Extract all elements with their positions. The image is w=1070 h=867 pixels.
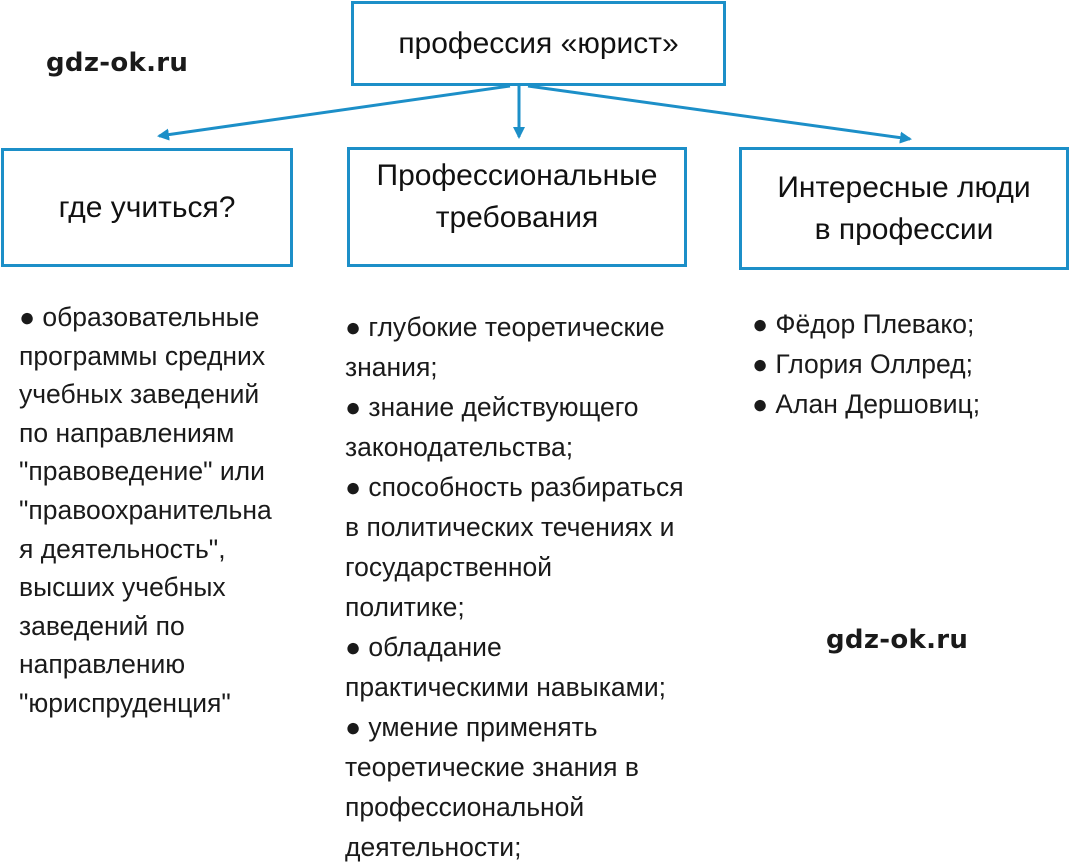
branch-requirements-label: Профессиональные требования (376, 159, 658, 234)
requirement-item: ● глубокие теоретические знания; (345, 307, 735, 387)
requirement-item: ● знание действующего законодательства; (345, 387, 735, 467)
people-list: ● Фёдор Плевако; ● Глория Оллред; ● Алан… (752, 304, 1052, 424)
person-item: ● Алан Дершовиц; (752, 384, 1052, 424)
bullet-icon: ● (345, 392, 362, 422)
bullet-icon: ● (345, 712, 362, 742)
bullet-icon: ● (752, 389, 769, 419)
bullet-icon: ● (19, 302, 36, 332)
bullet-icon: ● (752, 309, 769, 339)
person-item: ● Фёдор Плевако; (752, 304, 1052, 344)
study-item-text: образовательные программы средних учебны… (19, 302, 272, 718)
requirement-item-text: способность разбираться в политических т… (345, 472, 684, 622)
study-item: ● образовательные программы средних учеб… (19, 298, 319, 723)
bullet-icon: ● (345, 312, 362, 342)
requirement-item-text: умение применять теоретические знания в … (345, 712, 639, 862)
person-item-text: Алан Дершовиц; (768, 389, 981, 419)
branch-study-node: где учиться? (1, 148, 293, 267)
branch-people-label: Интересные люди в профессии (777, 170, 1031, 246)
person-item: ● Глория Оллред; (752, 344, 1052, 384)
branch-requirements-node: Профессиональные требования (347, 147, 687, 267)
person-item-text: Глория Оллред; (768, 349, 973, 379)
requirement-item: ● умение применять теоретические знания … (345, 707, 735, 867)
requirement-item: ● обладание практическими навыками; (345, 627, 735, 707)
root-label: профессия «юрист» (398, 26, 679, 60)
bullet-icon: ● (345, 472, 362, 502)
requirement-item-text: знание действующего законодательства; (345, 392, 639, 462)
branch-people-node: Интересные люди в профессии (739, 147, 1069, 270)
bullet-icon: ● (752, 349, 769, 379)
watermark-top: gdz-ok.ru (46, 48, 189, 78)
bullet-icon: ● (345, 632, 362, 662)
root-node: профессия «юрист» (351, 1, 726, 86)
arrow-to-people (527, 84, 912, 144)
person-item-text: Фёдор Плевако; (768, 309, 975, 339)
study-list: ● образовательные программы средних учеб… (19, 298, 319, 723)
requirement-item-text: обладание практическими навыками; (345, 632, 667, 702)
arrow-to-study (157, 84, 511, 141)
requirement-item-text: глубокие теоретические знания; (345, 312, 665, 382)
branch-study-label: где учиться? (58, 190, 236, 224)
requirement-item: ● способность разбираться в политических… (345, 467, 735, 627)
requirements-list: ● глубокие теоретические знания; ● знани… (345, 307, 735, 867)
watermark-bottom: gdz-ok.ru (826, 625, 969, 655)
